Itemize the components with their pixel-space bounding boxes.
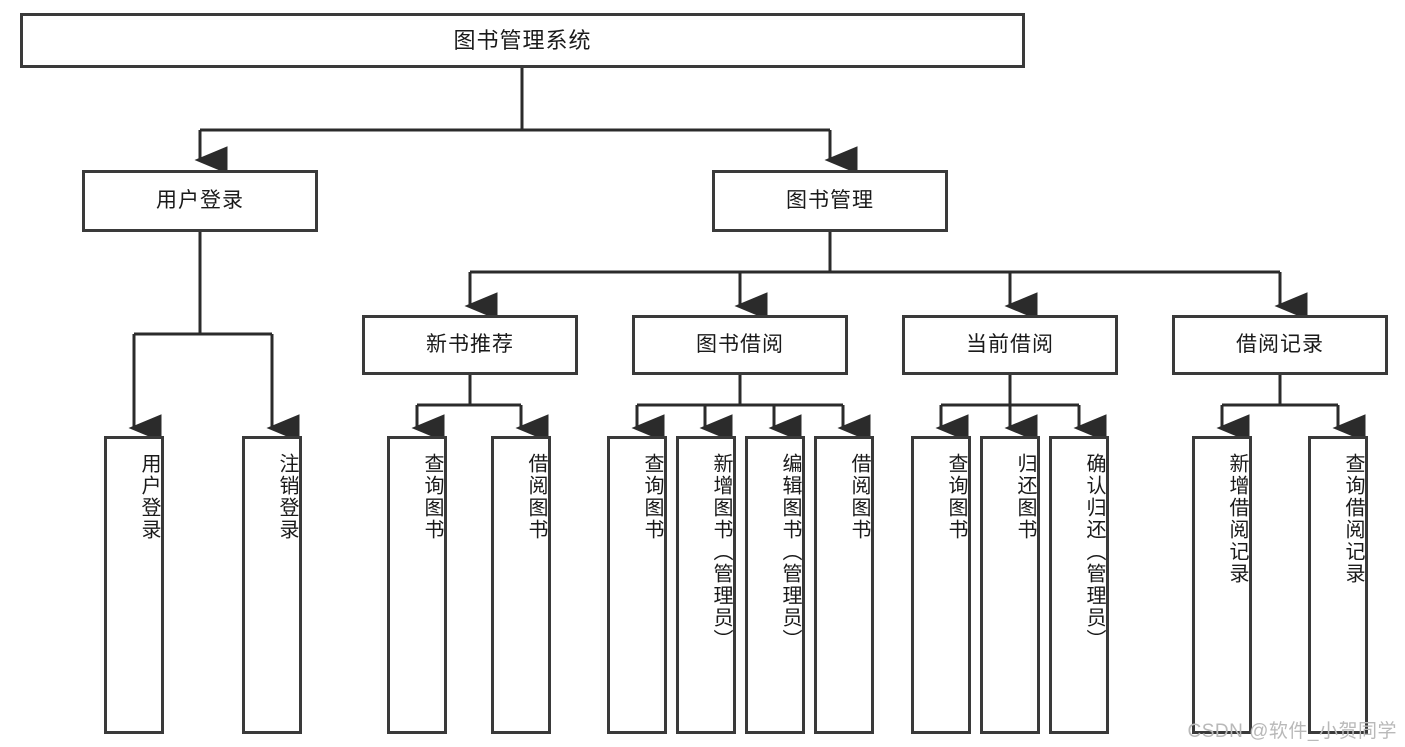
node-borrow-record[interactable]: 借阅记录 — [1172, 315, 1388, 375]
csdn-watermark: CSDN @软件_小贺同学 — [1187, 721, 1397, 742]
node-user-login[interactable]: 用户登录 — [82, 170, 318, 232]
node-root-system[interactable]: 图书管理系统 — [20, 13, 1025, 68]
leaf-current-query-book[interactable]: 查询图书 — [911, 436, 971, 734]
leaf-borrow-edit-book-admin[interactable]: 编辑图书（管理员） — [745, 436, 805, 734]
leaf-borrow-add-book-admin[interactable]: 新增图书（管理员） — [676, 436, 736, 734]
leaf-user-login-logout[interactable]: 注销登录 — [242, 436, 302, 734]
leaf-record-add-record[interactable]: 新增借阅记录 — [1192, 436, 1252, 734]
leaf-current-confirm-return-admin[interactable]: 确认归还（管理员） — [1049, 436, 1109, 734]
leaf-recommend-query-book[interactable]: 查询图书 — [387, 436, 447, 734]
leaf-recommend-borrow-book[interactable]: 借阅图书 — [491, 436, 551, 734]
node-book-management[interactable]: 图书管理 — [712, 170, 948, 232]
node-new-book-recommend[interactable]: 新书推荐 — [362, 315, 578, 375]
node-current-borrow[interactable]: 当前借阅 — [902, 315, 1118, 375]
leaf-record-query-record[interactable]: 查询借阅记录 — [1308, 436, 1368, 734]
node-book-borrow[interactable]: 图书借阅 — [632, 315, 848, 375]
leaf-user-login-login[interactable]: 用户登录 — [104, 436, 164, 734]
leaf-borrow-query-book[interactable]: 查询图书 — [607, 436, 667, 734]
leaf-current-return-book[interactable]: 归还图书 — [980, 436, 1040, 734]
leaf-borrow-borrow-book[interactable]: 借阅图书 — [814, 436, 874, 734]
